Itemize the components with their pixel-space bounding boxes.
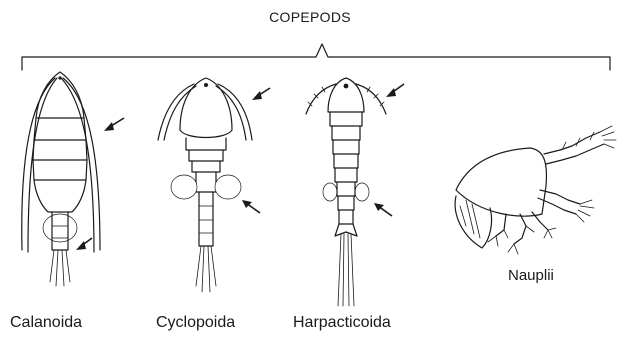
calanoida-drawing <box>22 72 124 286</box>
grouping-bracket <box>22 44 610 70</box>
nauplii-label: Nauplii <box>508 267 554 284</box>
harpacticoida-drawing <box>306 78 404 306</box>
cyclopoida-drawing <box>158 78 270 292</box>
cyclopoida-label: Cyclopoida <box>156 314 235 332</box>
calanoida-label: Calanoida <box>10 314 82 332</box>
harpacticoida-label: Harpacticoida <box>293 314 391 332</box>
nauplii-drawing <box>455 126 616 254</box>
